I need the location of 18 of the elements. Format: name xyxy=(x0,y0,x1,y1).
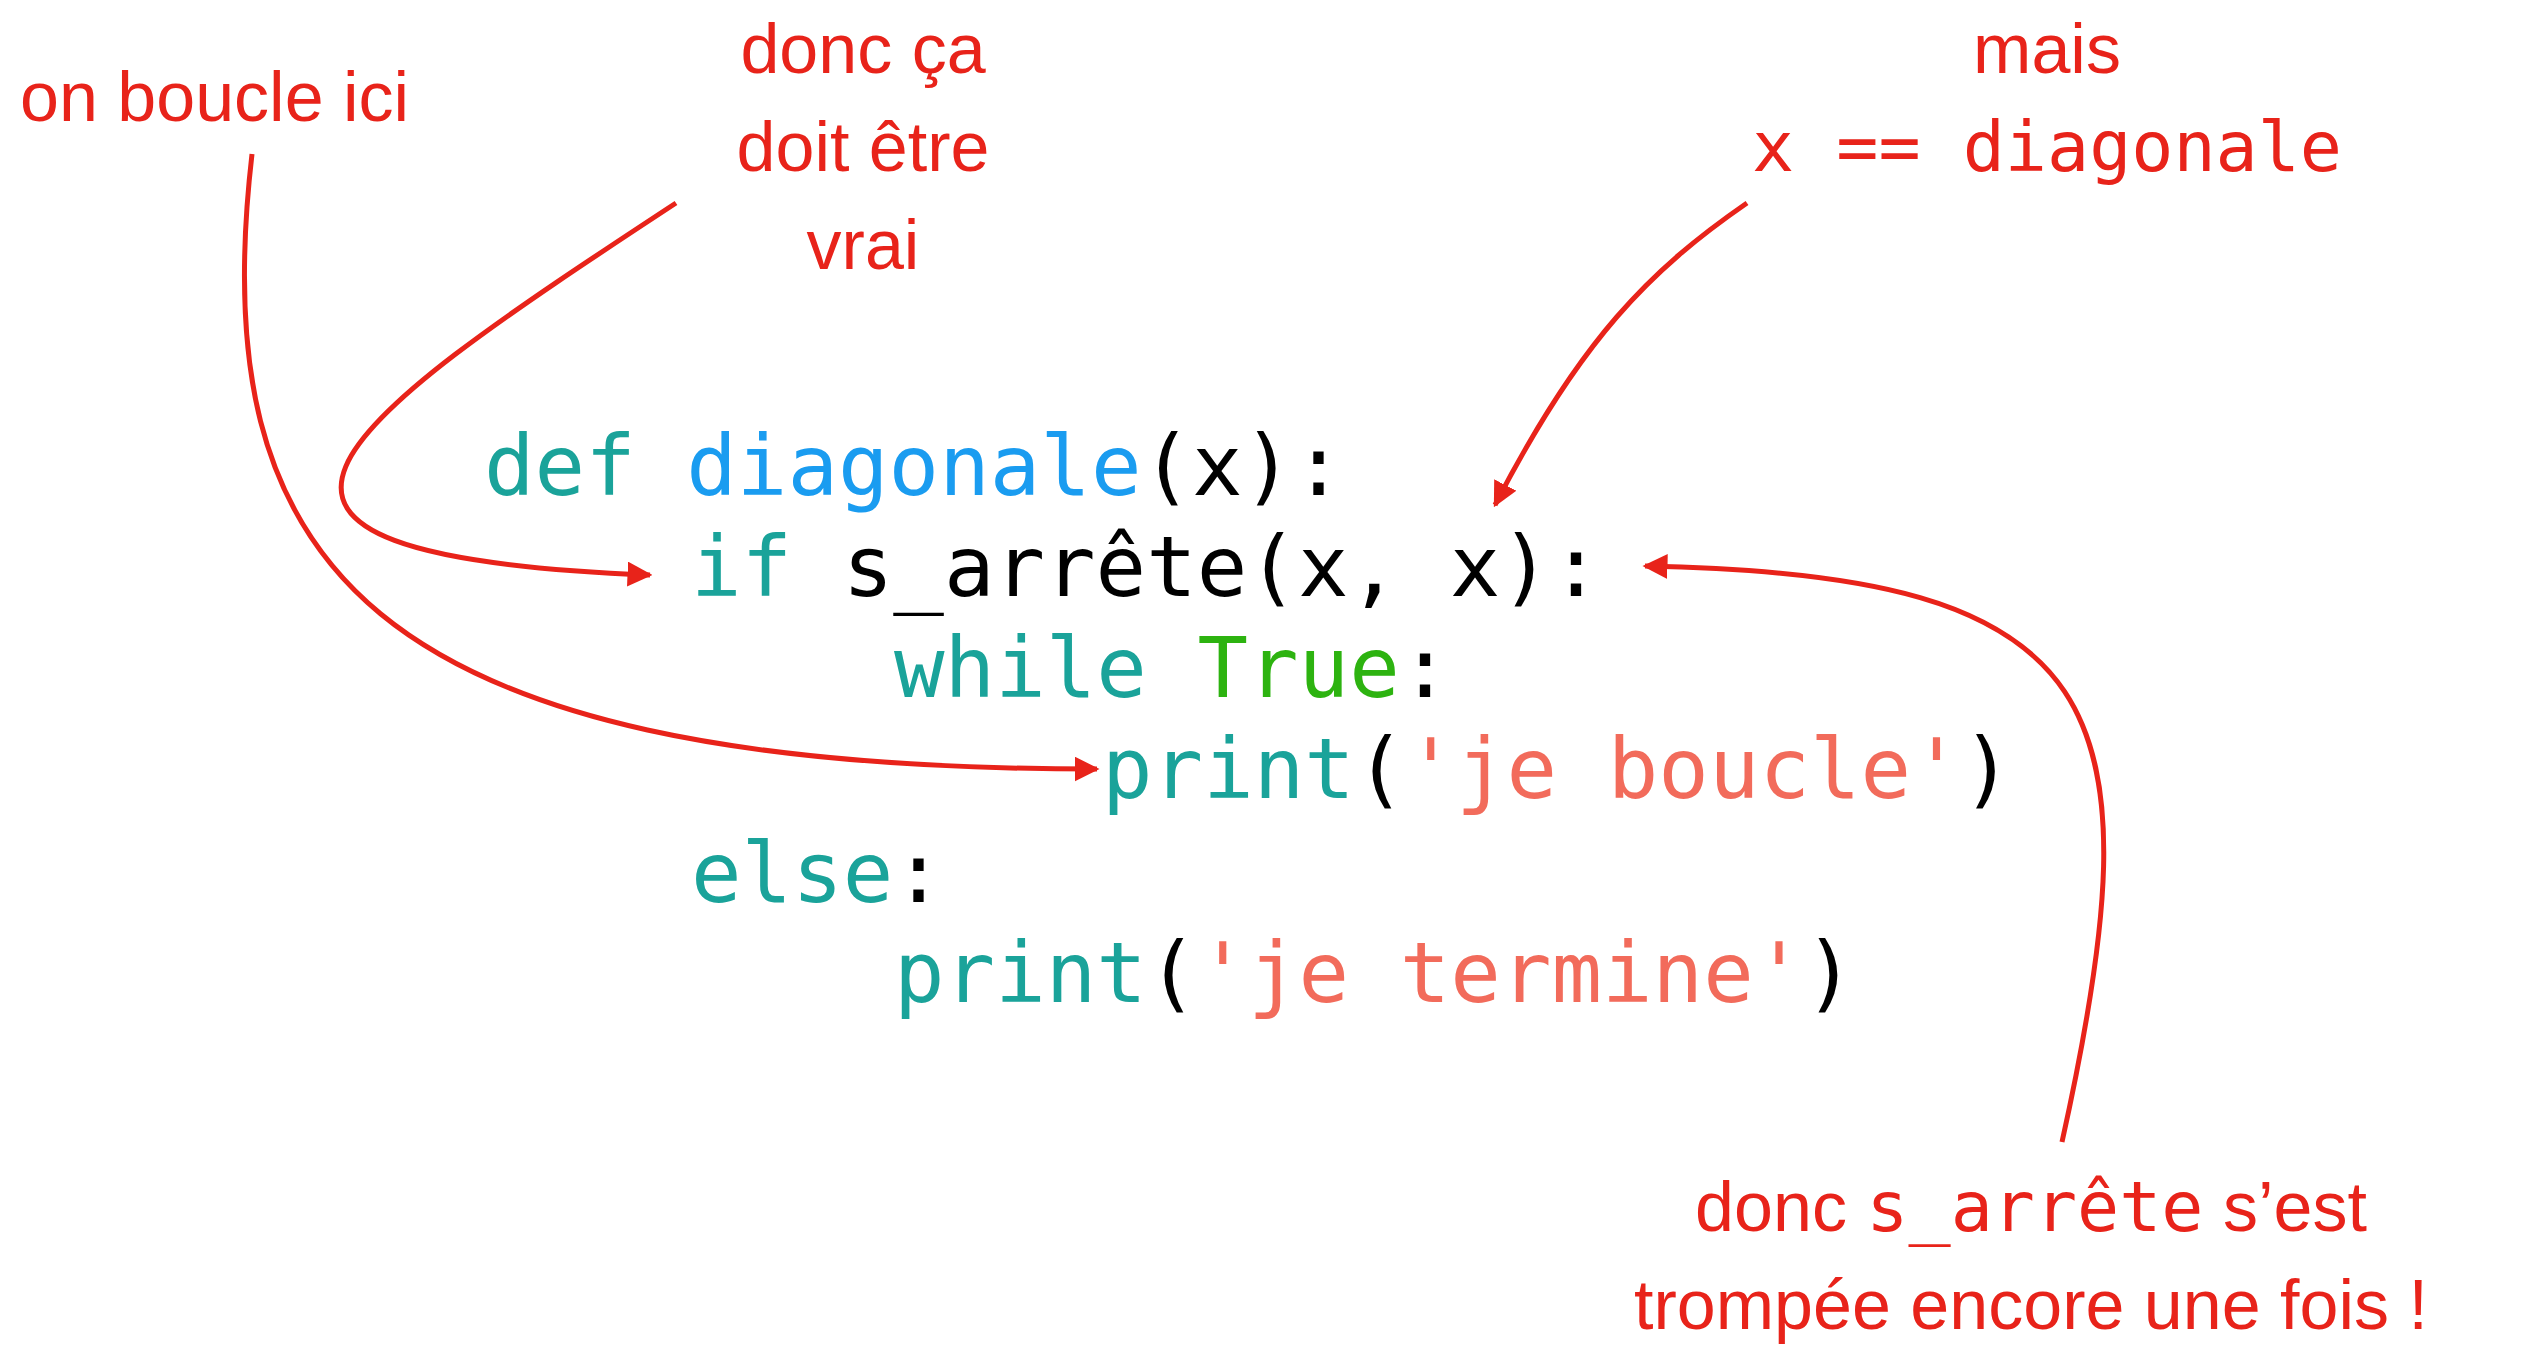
code-line: else: xyxy=(691,823,944,923)
annotation-text: donc ça doit être vrai xyxy=(735,9,991,286)
annotation-text: donc xyxy=(1695,1168,1847,1246)
annotation-text: trompée encore une fois ! xyxy=(1634,1266,2428,1344)
code-line: print('je termine') xyxy=(894,923,1855,1023)
code-line: def diagonale(x): xyxy=(484,416,1344,516)
arrow xyxy=(1492,200,1749,508)
annotation-text: on boucle ici xyxy=(20,58,410,136)
code-line: if s_arrête(x, x): xyxy=(691,517,1602,617)
arrow xyxy=(242,153,1100,781)
annotation-text: mais xyxy=(1973,10,2121,88)
arrow xyxy=(339,200,678,586)
arrow xyxy=(1642,554,2107,1143)
code-annotation: x == diagonale xyxy=(1752,106,2342,188)
code-line: while True: xyxy=(894,618,1451,718)
code-annotation: s_arrête xyxy=(1866,1166,2204,1248)
code-line: print('je boucle') xyxy=(1102,719,2013,819)
annotation-text: s’est xyxy=(2222,1168,2367,1246)
